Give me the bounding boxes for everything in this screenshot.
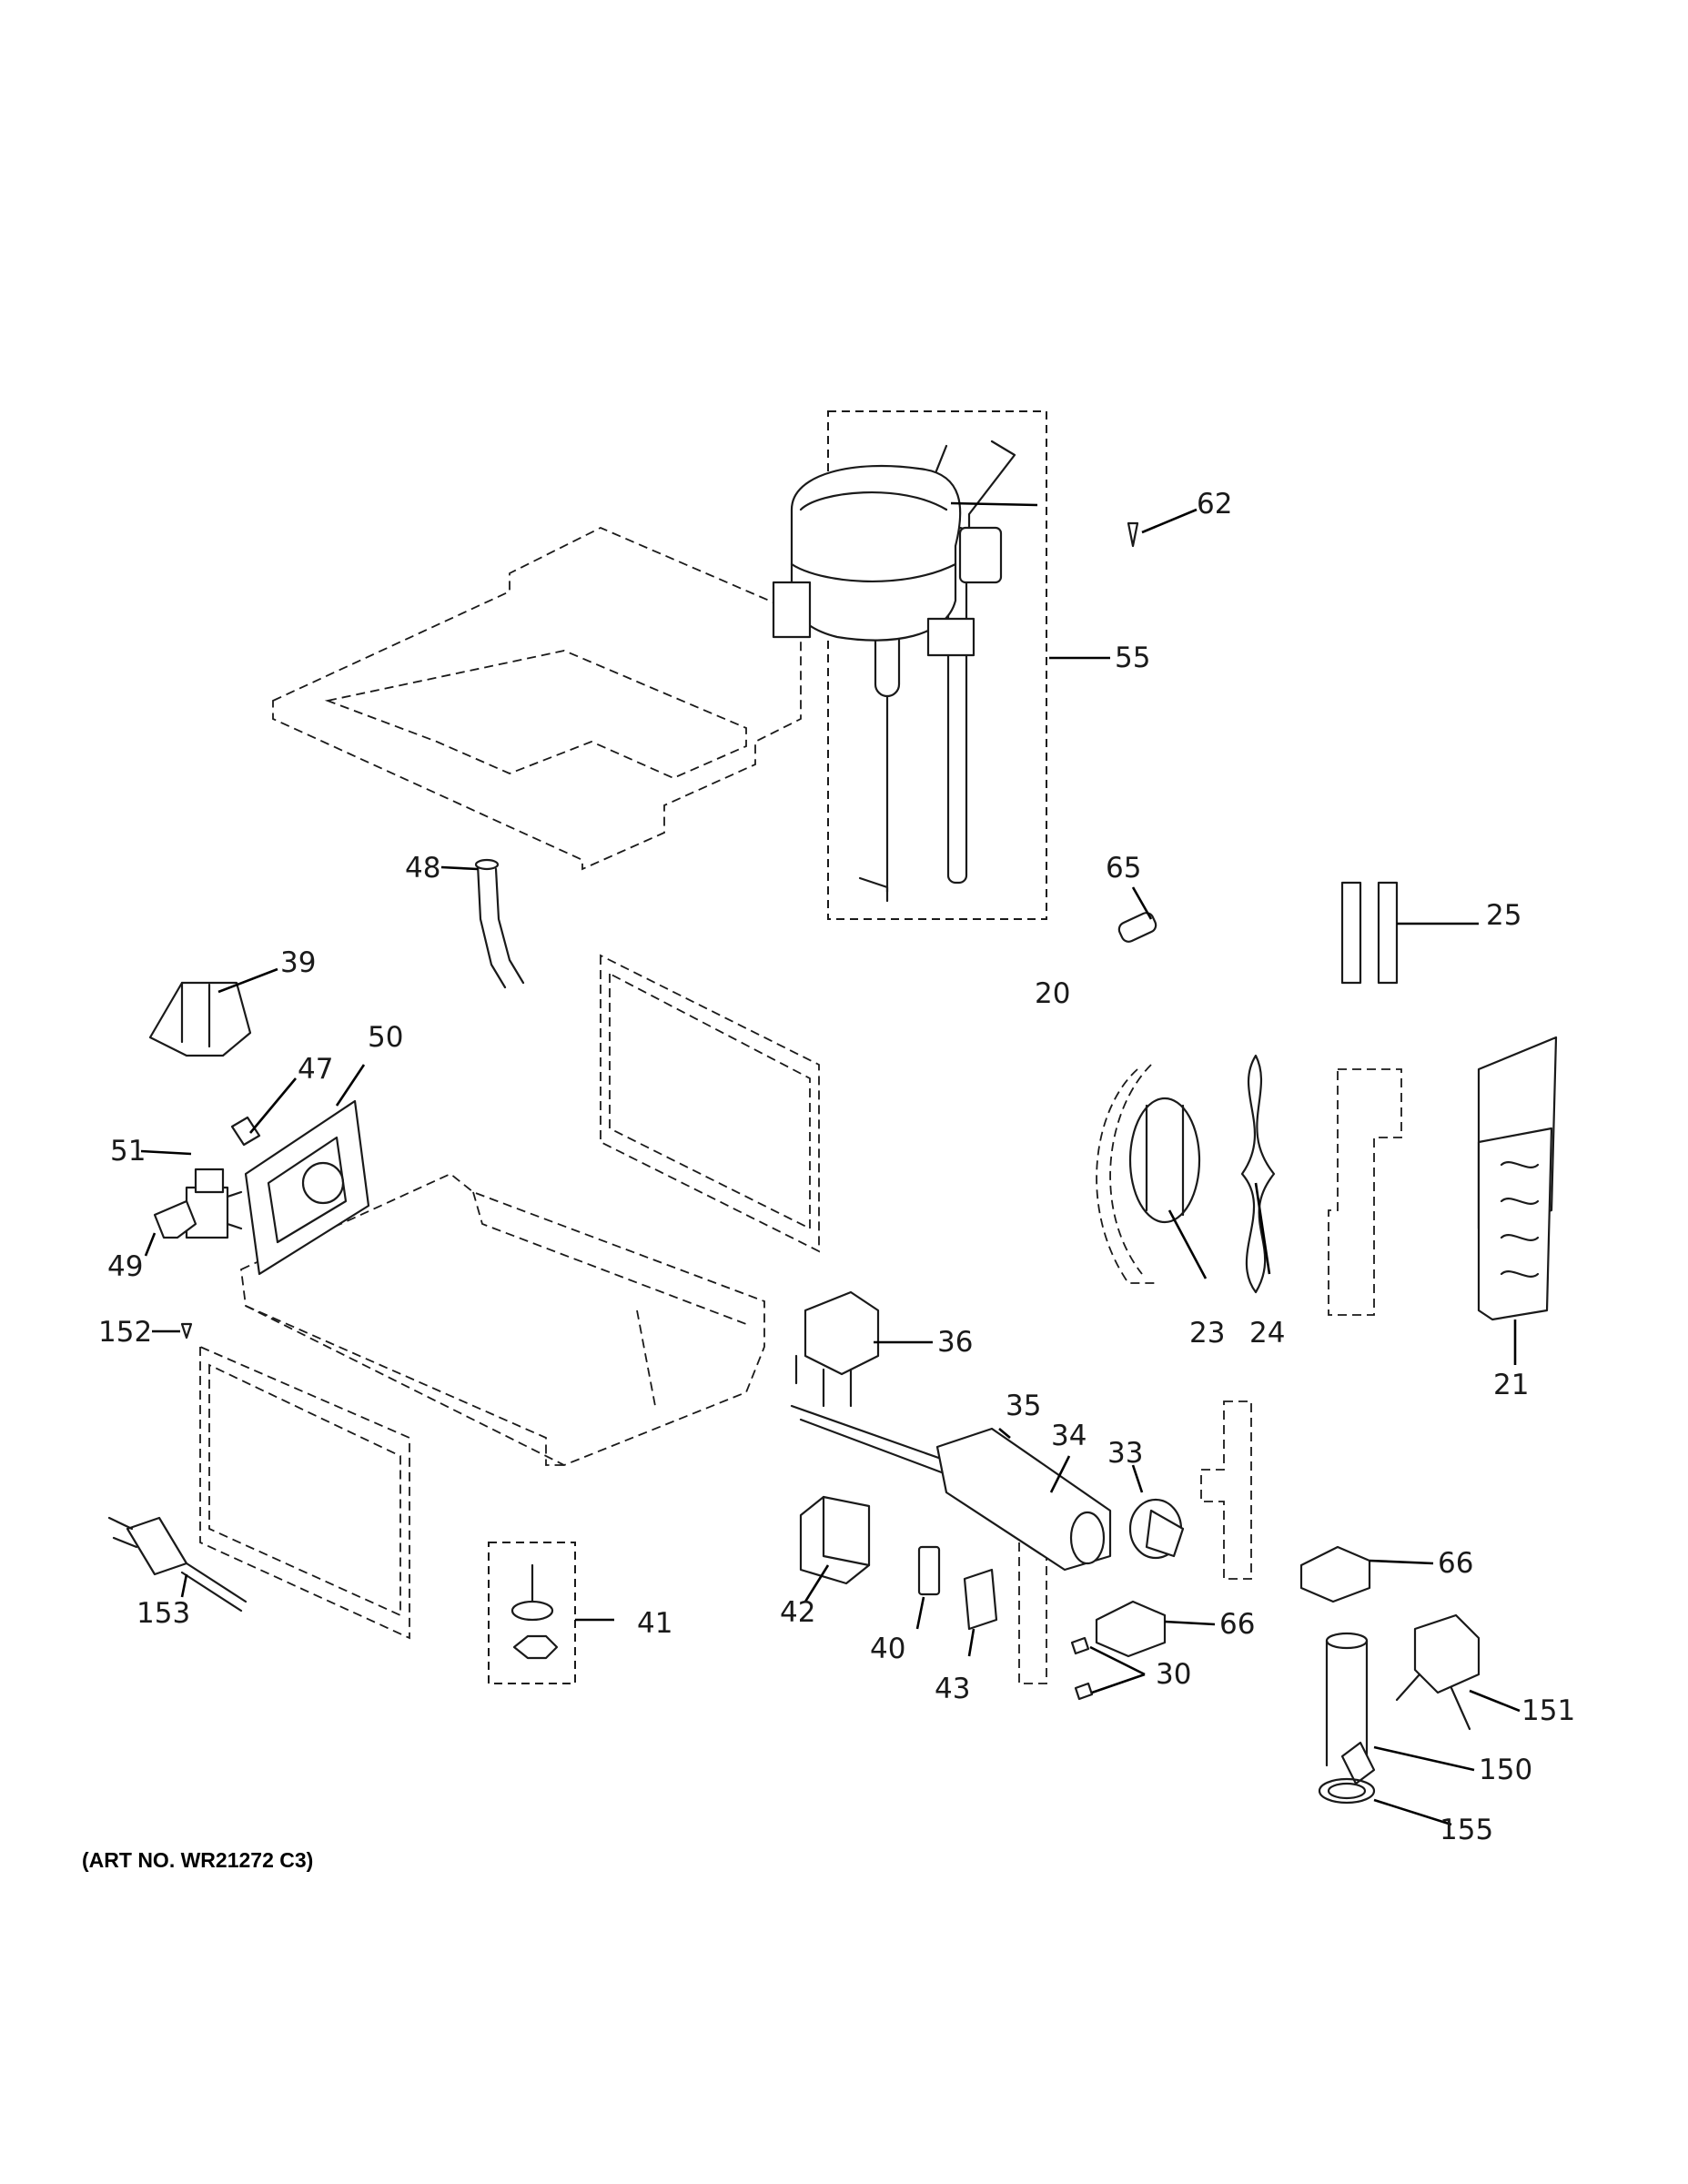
callout-66-lower: 66 [1219,1608,1255,1641]
callout-49: 49 [107,1250,143,1283]
callout-35: 35 [1006,1390,1041,1422]
callout-25: 25 [1486,899,1521,932]
callout-65: 65 [1106,852,1141,885]
callout-20: 20 [1035,977,1070,1010]
front-frame-ghost [199,1345,410,1640]
callout-55: 55 [1115,642,1150,674]
top-plate-ghost [272,527,802,871]
board-40-part [917,1545,941,1596]
ring-clamp-part [1318,1777,1376,1805]
group-box-55 [827,410,1047,920]
valve-bracket-part [148,981,252,1057]
callout-33: 33 [1107,1437,1143,1470]
plate-43-part [963,1568,998,1631]
art-number-label: (ART NO. WR21272 C3) [82,1848,314,1872]
callout-48: 48 [405,852,440,885]
base-frame-ghost [240,1172,765,1466]
tip-part [180,1322,193,1340]
group-box-41 [488,1542,576,1684]
fan-motor-part [1128,1097,1201,1224]
heater-cartridge-part [790,1404,1112,1572]
callout-40: 40 [870,1633,905,1665]
callout-50: 50 [368,1021,403,1054]
callout-21: 21 [1493,1369,1529,1401]
pump-part [1395,1613,1481,1731]
callout-62: 62 [1197,488,1232,521]
clip-66-lower-part [1095,1600,1167,1658]
callout-41: 41 [637,1607,672,1640]
fan-shroud-ghost [1096,1064,1156,1284]
callout-labels: 20 21 23 24 25 30 33 34 35 36 39 40 41 4… [98,488,1575,1846]
hose-part [474,858,525,989]
callout-151: 151 [1521,1694,1575,1727]
knob-part [1128,1498,1185,1560]
callout-66-upper: 66 [1438,1547,1473,1580]
callout-43: 43 [935,1673,970,1705]
callout-51: 51 [110,1135,146,1168]
pin-part [1127,521,1139,548]
callout-155: 155 [1440,1814,1493,1846]
callout-24: 24 [1249,1317,1285,1350]
relay-housing-part [799,1495,871,1585]
callout-39: 39 [280,946,316,979]
clip-66-upper-part [1299,1545,1371,1603]
screws-part [1070,1636,1094,1701]
callout-153: 153 [136,1597,190,1630]
side-bracket-ghost [1328,1068,1402,1316]
elbow-fitting-part [153,1199,197,1239]
callout-47: 47 [298,1053,333,1086]
panel-bracket-part [244,1099,370,1276]
callout-150: 150 [1479,1754,1532,1786]
strip-pair-part [1340,881,1399,985]
water-valve-part [185,1168,243,1239]
callout-152: 152 [98,1316,152,1349]
compressor-part [772,464,1003,657]
callout-30: 30 [1156,1658,1191,1691]
callout-23: 23 [1189,1317,1225,1350]
leader-lines [140,501,1521,1826]
drain-tube-part [1325,1632,1376,1785]
power-cord-part [107,1516,248,1613]
fan-blade-part [1240,1054,1276,1294]
leveling-foot-part [510,1563,559,1660]
rear-frame-ghost [600,954,820,1253]
callout-36: 36 [937,1326,973,1359]
fitting-47-part [230,1116,261,1147]
valve-36-part [794,1290,880,1408]
callout-34: 34 [1051,1420,1087,1452]
evaporator-panel-part [1477,1036,1558,1321]
capacitor-part [1117,912,1157,943]
callout-42: 42 [780,1596,815,1629]
